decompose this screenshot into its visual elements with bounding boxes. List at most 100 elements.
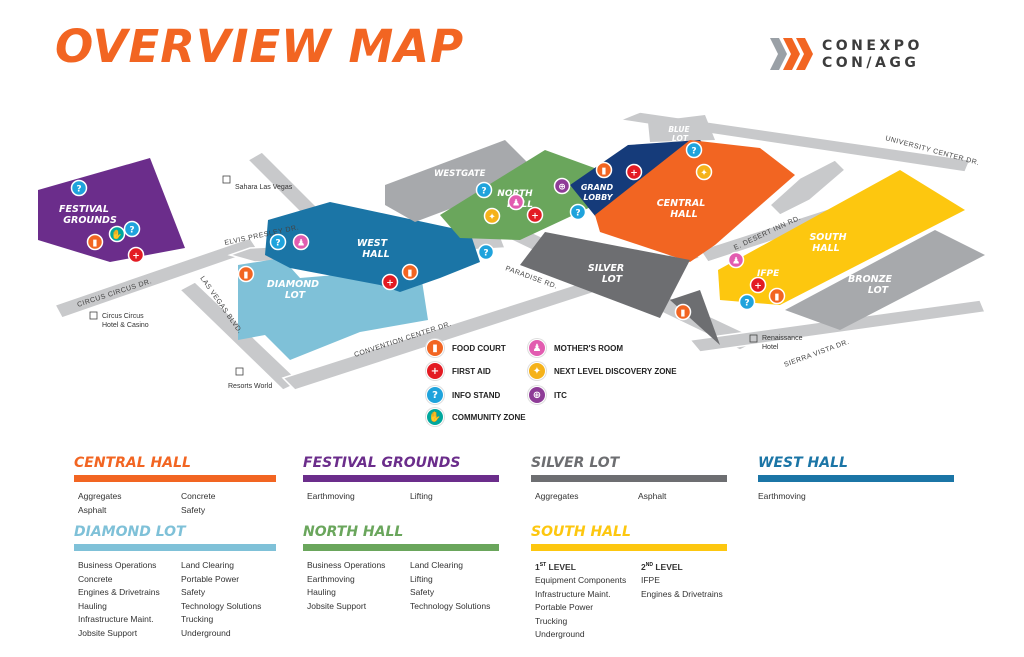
info-stand-icon: ? bbox=[426, 386, 444, 404]
section-title: FESTIVAL GROUNDS bbox=[303, 455, 461, 471]
info-stand-icon-marker: ? bbox=[569, 203, 587, 221]
svg-text:▮: ▮ bbox=[408, 269, 413, 279]
section-title: CENTRAL HALL bbox=[74, 455, 191, 471]
section-south-hall: SOUTH HALL 1ST LEVEL Equipment Component… bbox=[531, 525, 727, 642]
food-court-icon-marker: ▮ bbox=[768, 287, 786, 305]
legend-itc: ⊕ITC bbox=[528, 386, 567, 404]
food-court-icon-marker: ▮ bbox=[237, 265, 255, 283]
discovery-zone-icon-marker: ✦ bbox=[483, 207, 501, 225]
mothers-room-icon-marker: ♟ bbox=[292, 233, 310, 251]
legend-mothers-room: ♟MOTHER'S ROOM bbox=[528, 339, 623, 357]
food-court-icon: ▮ bbox=[426, 339, 444, 357]
section-title: SOUTH HALL bbox=[531, 524, 631, 540]
svg-text:▮: ▮ bbox=[244, 271, 249, 281]
westgate-area: WESTGATE bbox=[385, 140, 540, 222]
info-stand-icon-marker: ? bbox=[738, 293, 756, 311]
section-col-1: Earthmoving bbox=[758, 491, 806, 501]
svg-text:WESTGATE: WESTGATE bbox=[434, 169, 486, 179]
svg-text:Sahara Las Vegas: Sahara Las Vegas bbox=[235, 184, 293, 191]
svg-text:?: ? bbox=[483, 249, 488, 259]
info-stand-icon-marker: ? bbox=[475, 181, 493, 199]
community-zone-icon-marker: ✋ bbox=[108, 225, 126, 243]
info-stand-icon-marker: ? bbox=[685, 141, 703, 159]
mothers-room-icon: ♟ bbox=[528, 339, 546, 357]
svg-text:▮: ▮ bbox=[93, 239, 98, 249]
svg-text:♟: ♟ bbox=[297, 239, 305, 249]
section-title: WEST HALL bbox=[758, 455, 848, 471]
first-aid-icon-marker: + bbox=[625, 163, 643, 181]
svg-text:?: ? bbox=[76, 185, 81, 195]
section-festival-grounds: FESTIVAL GROUNDS Earthmoving Lifting bbox=[303, 456, 499, 504]
mothers-room-icon-marker: ♟ bbox=[727, 251, 745, 269]
legend-community-zone: ✋COMMUNITY ZONE bbox=[426, 408, 526, 426]
landmark-sahara: Sahara Las Vegas bbox=[222, 175, 293, 191]
section-bar bbox=[74, 475, 276, 482]
food-court-icon-marker: ▮ bbox=[674, 303, 692, 321]
section-bar bbox=[531, 475, 727, 482]
landmark-resorts-world: Resorts World bbox=[228, 367, 272, 390]
legend-food-court: ▮FOOD COURT bbox=[426, 339, 506, 357]
itc-globe-icon: ⊕ bbox=[528, 386, 546, 404]
info-stand-icon-marker: ? bbox=[269, 233, 287, 251]
road-label-sierra-vista: SIERRA VISTA DR. bbox=[783, 339, 850, 369]
info-stand-icon-marker: ? bbox=[70, 179, 88, 197]
svg-text:+: + bbox=[132, 252, 140, 262]
first-aid-icon-marker: + bbox=[381, 273, 399, 291]
svg-text:▮: ▮ bbox=[775, 293, 780, 303]
first-aid-icon-marker: + bbox=[526, 206, 544, 224]
section-col-2: Lifting bbox=[410, 491, 433, 501]
conexpo-logo: CONEXPO CON/AGG bbox=[770, 38, 940, 74]
svg-text:+: + bbox=[386, 279, 394, 289]
svg-text:♟: ♟ bbox=[512, 199, 520, 209]
svg-text:✋: ✋ bbox=[111, 229, 122, 241]
section-bar bbox=[531, 544, 727, 551]
first-aid-icon: + bbox=[426, 362, 444, 380]
silver-lot-triangle bbox=[670, 290, 720, 345]
legend-first-aid: +FIRST AID bbox=[426, 362, 491, 380]
section-col-2: Asphalt bbox=[638, 491, 667, 501]
svg-text:?: ? bbox=[275, 239, 280, 249]
svg-text:?: ? bbox=[744, 299, 749, 309]
food-court-icon-marker: ▮ bbox=[595, 161, 613, 179]
info-stand-icon-marker: ? bbox=[477, 243, 495, 261]
section-col-1: Aggregates bbox=[535, 491, 579, 501]
map-markers: ?✋?▮+?♟▮+▮?✦♟+⊕▮+???✦♟+▮?▮ bbox=[70, 141, 786, 321]
level-1-heading: 1ST LEVEL bbox=[535, 561, 576, 572]
food-court-icon-marker: ▮ bbox=[401, 263, 419, 281]
svg-text:+: + bbox=[754, 282, 762, 292]
svg-text:✦: ✦ bbox=[700, 169, 708, 179]
section-bar bbox=[758, 475, 954, 482]
svg-text:✦: ✦ bbox=[488, 213, 496, 223]
chevron-logo-icon bbox=[770, 38, 813, 70]
section-title: NORTH HALL bbox=[303, 524, 404, 540]
section-col-1: Earthmoving bbox=[307, 491, 355, 501]
first-aid-icon-marker: + bbox=[127, 246, 145, 264]
